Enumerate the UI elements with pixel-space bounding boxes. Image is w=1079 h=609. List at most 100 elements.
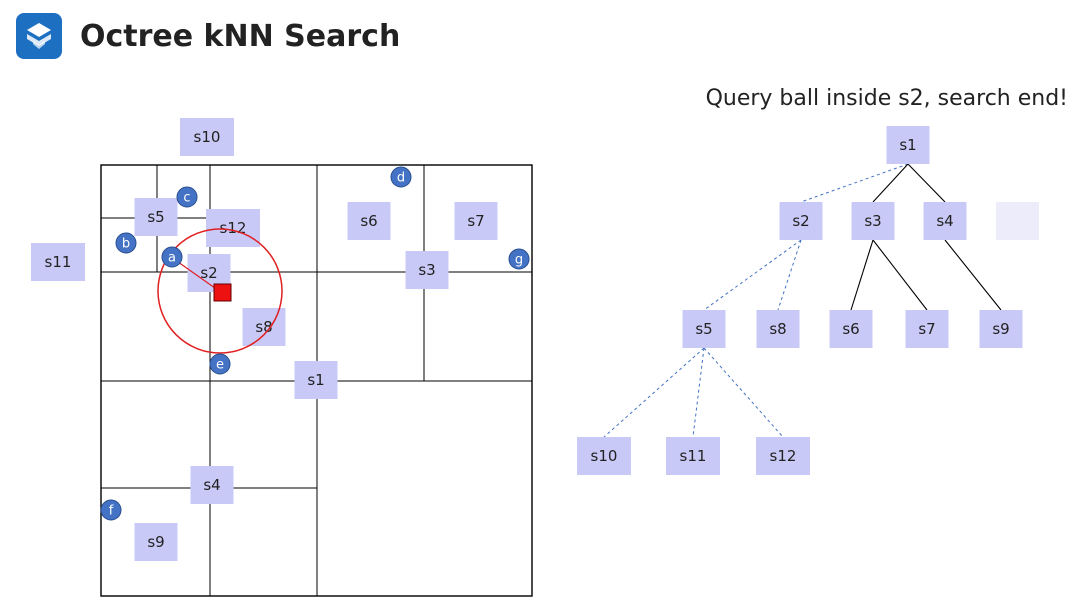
tree-node-label: s6 bbox=[842, 320, 859, 338]
point-b: b bbox=[115, 232, 137, 254]
tree-edge-s2-s8 bbox=[777, 239, 802, 311]
cell-box bbox=[242, 308, 286, 346]
tree-edge-s1-s3 bbox=[872, 163, 909, 203]
tree-edge-s3-s7 bbox=[872, 239, 928, 311]
cell-label: s6 bbox=[360, 212, 377, 230]
tree-node-label: s8 bbox=[769, 320, 786, 338]
tree-node-label: s7 bbox=[918, 320, 935, 338]
cell-label: s12 bbox=[220, 219, 247, 237]
query-ball bbox=[157, 228, 283, 354]
point-marker bbox=[390, 166, 412, 188]
cell-label: s4 bbox=[203, 476, 220, 494]
cell-s6: s6 bbox=[347, 202, 391, 240]
tree-node-box bbox=[851, 202, 895, 240]
cell-box bbox=[405, 251, 449, 289]
tree-edge-s1-s4 bbox=[907, 163, 946, 203]
tree-node-box bbox=[829, 310, 873, 348]
tree-node-s4: s4 bbox=[923, 202, 967, 240]
tree-node-box bbox=[979, 310, 1023, 348]
point-c: c bbox=[176, 186, 198, 208]
cell-box bbox=[190, 466, 234, 504]
tree-node-s5: s5 bbox=[682, 310, 726, 348]
cell-s8: s8 bbox=[242, 308, 286, 346]
tree-node-label: s9 bbox=[992, 320, 1009, 338]
tree-node-s8: s8 bbox=[756, 310, 800, 348]
page-title: Octree kNN Search bbox=[80, 18, 401, 54]
point-label: b bbox=[122, 237, 130, 252]
tree-node-label: s2 bbox=[792, 212, 809, 230]
cell-box bbox=[206, 209, 260, 247]
point-marker bbox=[100, 499, 122, 521]
point-e: e bbox=[209, 353, 231, 375]
tree-edge-s1-s2 bbox=[800, 163, 909, 203]
query-point bbox=[213, 283, 232, 302]
cell-label: s7 bbox=[467, 212, 484, 230]
logo-icon bbox=[27, 23, 51, 49]
tree-node-box bbox=[756, 437, 810, 475]
cell-label: s10 bbox=[194, 128, 221, 146]
tree-node-box bbox=[886, 126, 930, 164]
tree-node-s3: s3 bbox=[851, 202, 895, 240]
point-label: c bbox=[183, 191, 190, 206]
point-a: a bbox=[161, 246, 183, 268]
tree-node-label: s5 bbox=[695, 320, 712, 338]
point-marker bbox=[161, 246, 183, 268]
cell-label: s3 bbox=[418, 261, 435, 279]
cell-box bbox=[134, 523, 178, 561]
cell-box bbox=[180, 118, 234, 156]
tree-node-box bbox=[905, 310, 949, 348]
cell-label: s2 bbox=[200, 264, 217, 282]
tree-edge-s5-s11 bbox=[692, 347, 705, 438]
cell-s1: s1 bbox=[294, 361, 338, 399]
point-marker bbox=[209, 353, 231, 375]
tree-node-label: s3 bbox=[864, 212, 881, 230]
tree-node-label: s10 bbox=[591, 447, 618, 465]
cell-s4: s4 bbox=[190, 466, 234, 504]
point-label: g bbox=[515, 253, 523, 268]
cell-box bbox=[31, 243, 85, 281]
cell-box bbox=[134, 198, 178, 236]
tree-edge-s4-s9 bbox=[944, 239, 1002, 311]
cell-s9: s9 bbox=[134, 523, 178, 561]
tree-node-s12: s12 bbox=[756, 437, 810, 475]
tree-node-box bbox=[756, 310, 800, 348]
tree-node-box bbox=[577, 437, 631, 475]
cell-box bbox=[347, 202, 391, 240]
tree-node-s10: s10 bbox=[577, 437, 631, 475]
tree-node-box bbox=[923, 202, 967, 240]
tree-node-label: s1 bbox=[899, 136, 916, 154]
point-marker bbox=[115, 232, 137, 254]
point-label: e bbox=[216, 358, 224, 373]
tree-edge-s3-s6 bbox=[850, 239, 874, 311]
point-marker bbox=[508, 248, 530, 270]
tree-edge-s2-s5 bbox=[703, 239, 802, 311]
tree-nodes: s1 s2 s3 s4 s5 s8 s6 s7 s9 s10 s11 s12 bbox=[577, 126, 1023, 475]
point-marker bbox=[176, 186, 198, 208]
cell-s5: s5 bbox=[134, 198, 178, 236]
tree-node-box bbox=[682, 310, 726, 348]
tree-edges bbox=[603, 163, 1002, 438]
tree-edge-s5-s10 bbox=[603, 347, 705, 438]
cell-box bbox=[454, 202, 498, 240]
tree-node-s11: s11 bbox=[666, 437, 720, 475]
status-message: Query ball inside s2, search end! bbox=[706, 86, 1068, 111]
cell-s7: s7 bbox=[454, 202, 498, 240]
tree-node-label: s12 bbox=[770, 447, 797, 465]
point-d: d bbox=[390, 166, 412, 188]
tree-node-box bbox=[779, 202, 823, 240]
logo bbox=[16, 13, 62, 59]
cell-label: s1 bbox=[307, 371, 324, 389]
tree-node-s6: s6 bbox=[829, 310, 873, 348]
cell-label: s9 bbox=[147, 533, 164, 551]
cell-s11: s11 bbox=[31, 243, 85, 281]
cell-s12: s12 bbox=[206, 209, 260, 247]
cell-box bbox=[294, 361, 338, 399]
tree-node-s9: s9 bbox=[979, 310, 1023, 348]
tree-node-label: s11 bbox=[680, 447, 707, 465]
cell-label: s11 bbox=[45, 253, 72, 271]
point-g: g bbox=[508, 248, 530, 270]
cell-s10: s10 bbox=[180, 118, 234, 156]
